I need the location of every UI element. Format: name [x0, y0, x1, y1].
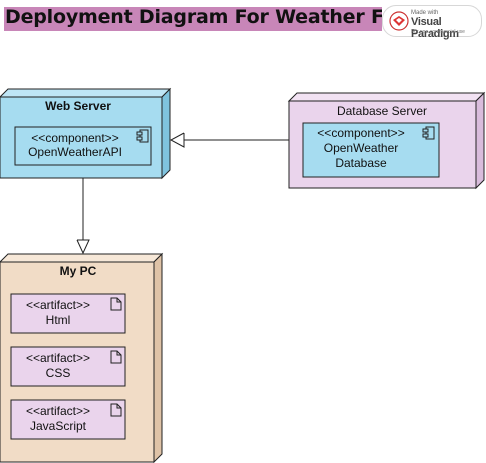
web-server-label: Web Server [45, 99, 111, 113]
my-pc-label: My PC [60, 264, 97, 278]
component-stereotype: <<component>> [31, 131, 118, 145]
web-server-node[interactable]: Web Server <<component>> OpenWeatherAPI [0, 87, 172, 180]
title-bar: Deployment Diagram For Weather Forecast [4, 7, 382, 31]
artifact-html[interactable]: <<artifact>> Html [10, 293, 126, 334]
component-stereotype: <<component>> [317, 126, 404, 140]
visual-paradigm-badge[interactable]: Made with Visual Paradigm For non-commer… [382, 5, 482, 40]
diagram-title: Deployment Diagram For Weather Forecast [5, 7, 382, 28]
artifact-name: CSS [46, 366, 71, 380]
component-name-line2: Database [335, 156, 387, 170]
component-name-line1: OpenWeather [324, 141, 399, 155]
artifact-javascript[interactable]: <<artifact>> JavaScript [10, 399, 126, 440]
component-icon [136, 129, 149, 143]
artifact-css[interactable]: <<artifact>> CSS [10, 346, 126, 387]
database-server-label: Database Server [337, 104, 427, 118]
badge-subtitle: For non-commercial use [411, 29, 465, 35]
badge-brand: Visual Paradigm [411, 16, 459, 40]
artifact-file-icon [110, 297, 122, 311]
my-pc-node[interactable]: My PC <<artifact>> Html <<artifact>> CSS… [0, 252, 164, 463]
artifact-stereotype: <<artifact>> [26, 351, 90, 365]
artifact-file-icon [110, 350, 122, 364]
component-name: OpenWeatherAPI [28, 145, 122, 159]
database-server-node[interactable]: Database Server <<component>> OpenWeathe… [287, 91, 486, 190]
badge-made-with: Made with [411, 10, 439, 16]
arrowhead-icon [169, 132, 185, 148]
artifact-name: Html [46, 313, 71, 327]
visual-paradigm-logo-icon [389, 11, 409, 31]
artifact-file-icon [110, 403, 122, 417]
artifact-name: JavaScript [30, 419, 87, 433]
artifact-stereotype: <<artifact>> [26, 404, 90, 418]
artifact-stereotype: <<artifact>> [26, 298, 90, 312]
openweather-database-component[interactable]: <<component>> OpenWeather Database [302, 122, 440, 178]
dependency-web-to-pc[interactable] [76, 178, 90, 255]
openweatherapi-component[interactable]: <<component>> OpenWeatherAPI [14, 126, 152, 166]
dependency-db-to-web[interactable] [169, 132, 289, 148]
arrowhead-icon [76, 239, 90, 255]
component-icon [422, 126, 435, 140]
